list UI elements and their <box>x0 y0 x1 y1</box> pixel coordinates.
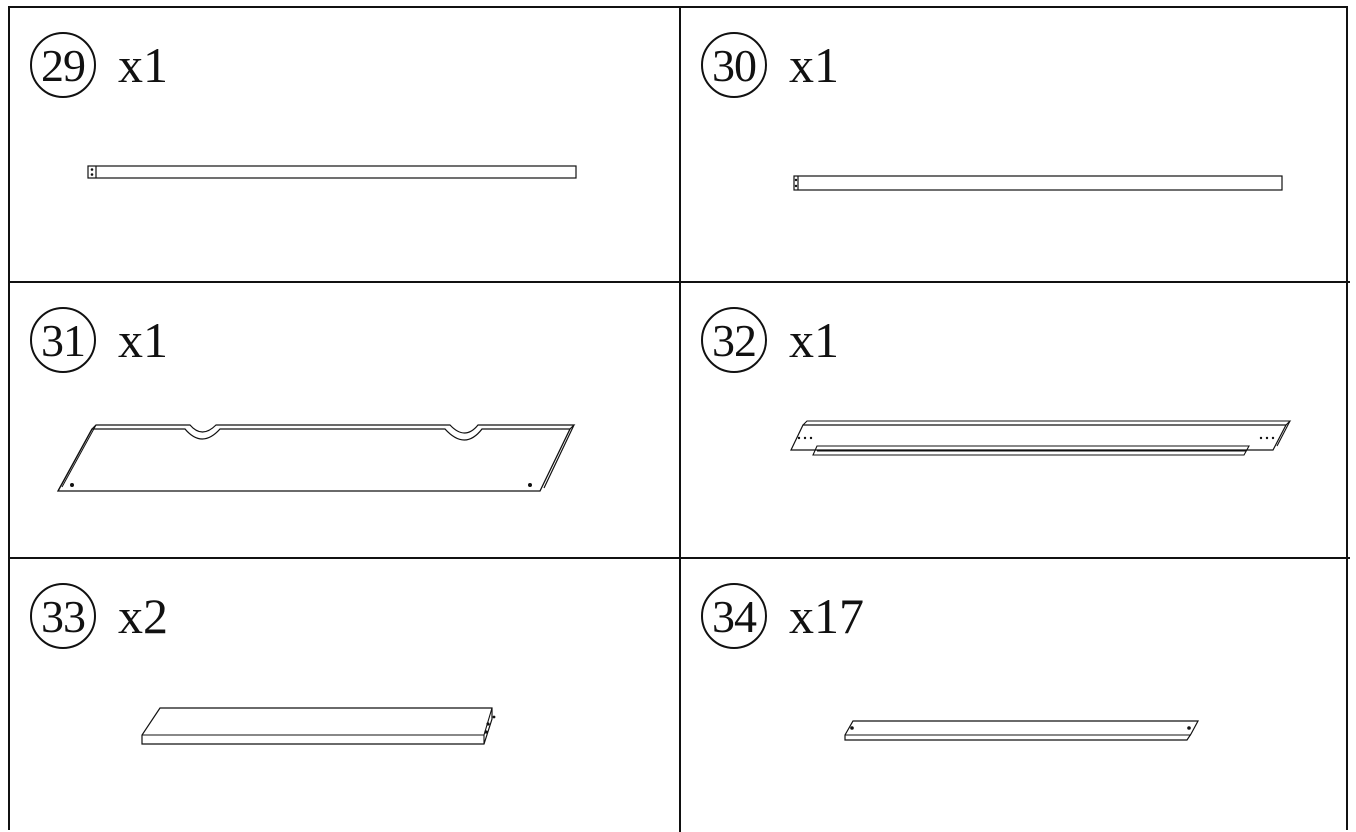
slat-icon <box>844 720 1200 741</box>
part-quantity: x2 <box>118 588 168 644</box>
part-label: 30 x1 <box>701 30 839 100</box>
parts-grid: 29 x1 30 x1 31 x1 <box>8 6 1350 832</box>
part-label: 31 x1 <box>30 305 168 375</box>
board-icon <box>141 707 496 745</box>
part-number-badge: 31 <box>30 307 96 373</box>
part-quantity: x1 <box>789 312 839 368</box>
part-number-badge: 34 <box>701 583 767 649</box>
part-number-badge: 29 <box>30 32 96 98</box>
part-cell-34: 34 x17 <box>681 559 1350 832</box>
part-number-badge: 30 <box>701 32 767 98</box>
ledger-rail-icon <box>790 420 1292 456</box>
part-label: 34 x17 <box>701 581 864 651</box>
part-quantity: x1 <box>789 37 839 93</box>
long-rail-icon <box>793 175 1283 191</box>
long-rail-icon <box>87 165 577 179</box>
part-label: 33 x2 <box>30 581 168 651</box>
part-quantity: x17 <box>789 588 864 644</box>
part-label: 32 x1 <box>701 305 839 375</box>
part-number-badge: 33 <box>30 583 96 649</box>
part-label: 29 x1 <box>30 30 168 100</box>
part-quantity: x1 <box>118 312 168 368</box>
part-cell-29: 29 x1 <box>10 8 681 283</box>
part-cell-33: 33 x2 <box>10 559 681 832</box>
part-quantity: x1 <box>118 37 168 93</box>
part-cell-32: 32 x1 <box>681 283 1350 559</box>
part-cell-30: 30 x1 <box>681 8 1350 283</box>
notched-panel-icon <box>56 424 576 492</box>
part-cell-31: 31 x1 <box>10 283 681 559</box>
part-number-badge: 32 <box>701 307 767 373</box>
